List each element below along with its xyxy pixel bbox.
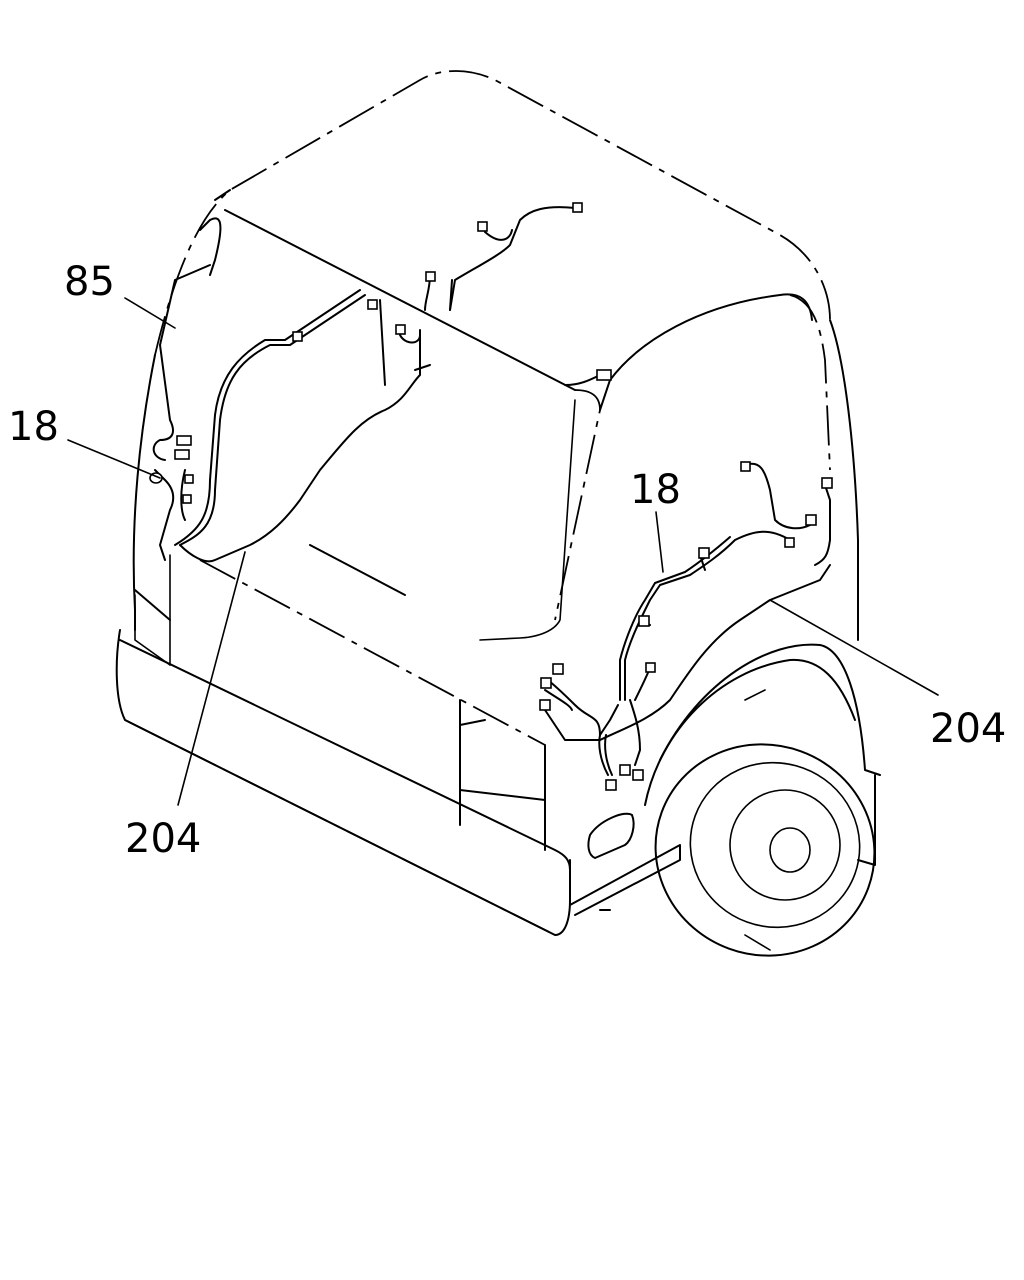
wiring-harness-left [149, 202, 612, 563]
vehicle-body [115, 70, 881, 936]
callout-204-right: 204 [930, 706, 1006, 752]
rear-wheel [654, 689, 876, 957]
callout-204-bottom: 204 [125, 816, 201, 862]
wiring-harness-right [539, 461, 833, 791]
callouts: 85 18 18 204 204 [8, 259, 1006, 862]
leader-18-left [67, 439, 161, 479]
leader-204-right [769, 599, 939, 696]
callout-18-right: 18 [630, 467, 681, 513]
leader-lines [67, 297, 939, 806]
leader-18-right [655, 511, 664, 573]
callout-18-left: 18 [8, 404, 59, 450]
callout-85: 85 [64, 259, 115, 305]
leader-85 [124, 297, 176, 329]
leader-204-bottom [177, 551, 246, 806]
